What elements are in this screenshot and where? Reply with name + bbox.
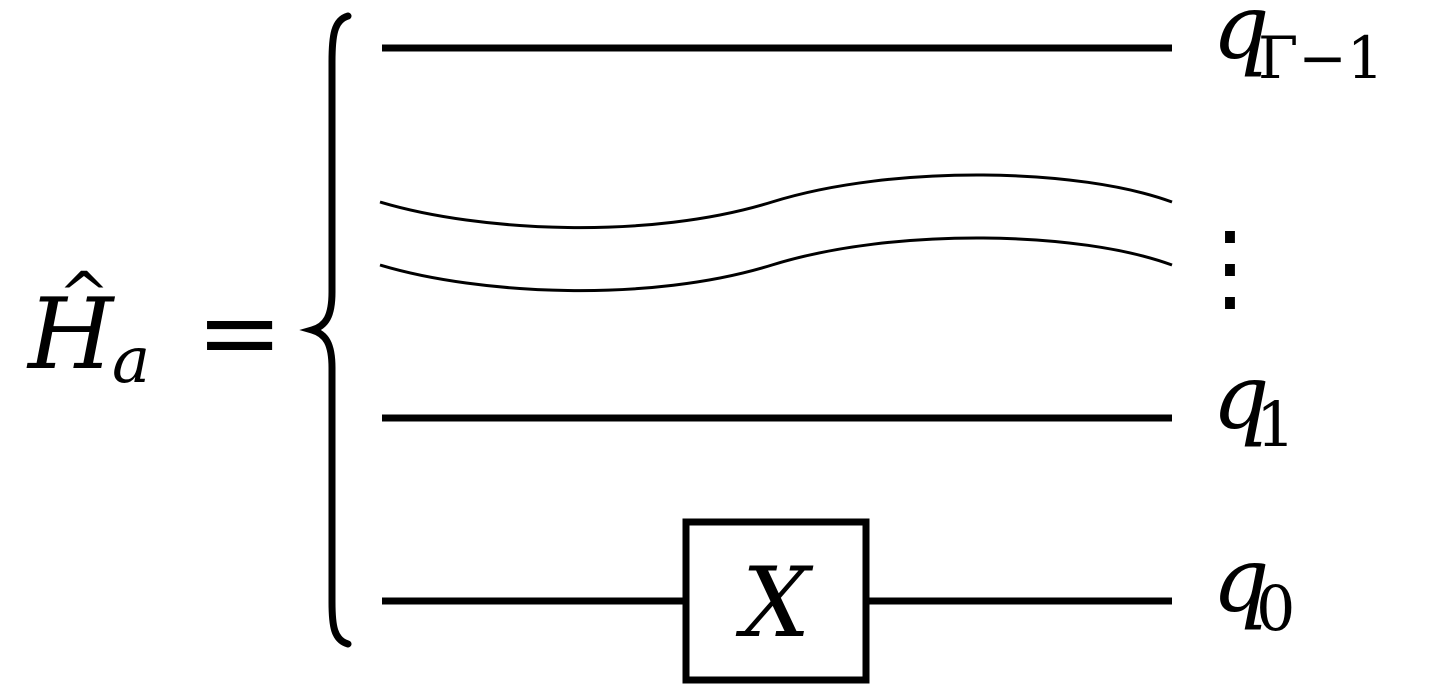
qubit-index: 1	[1256, 388, 1295, 461]
omitted-wires-lower	[379, 236, 1173, 293]
label-q-1: q 1	[1212, 345, 1295, 461]
omitted-wires-upper	[379, 173, 1173, 230]
operator-expression: ^ H a =	[26, 258, 283, 398]
operator-hat: ^	[58, 258, 110, 331]
qubit-index: 0	[1256, 572, 1295, 645]
vertical-ellipsis: ⋮	[1182, 211, 1278, 323]
left-curly-brace	[299, 12, 352, 648]
qubit-index: Γ−1	[1258, 24, 1384, 92]
x-gate-box	[682, 518, 870, 684]
operator-symbol: H	[26, 278, 116, 392]
label-q-0: q 0	[1212, 528, 1295, 645]
operator-subscript: a	[112, 324, 150, 398]
label-q-gamma-minus-1: q Γ−1	[1212, 0, 1384, 92]
qubit-letter: q	[1212, 345, 1270, 450]
equals-sign: =	[196, 271, 283, 393]
x-gate: X	[682, 518, 870, 684]
qubit-letter: q	[1212, 0, 1270, 80]
x-gate-label: X	[735, 547, 814, 659]
qubit-letter: q	[1212, 528, 1270, 633]
